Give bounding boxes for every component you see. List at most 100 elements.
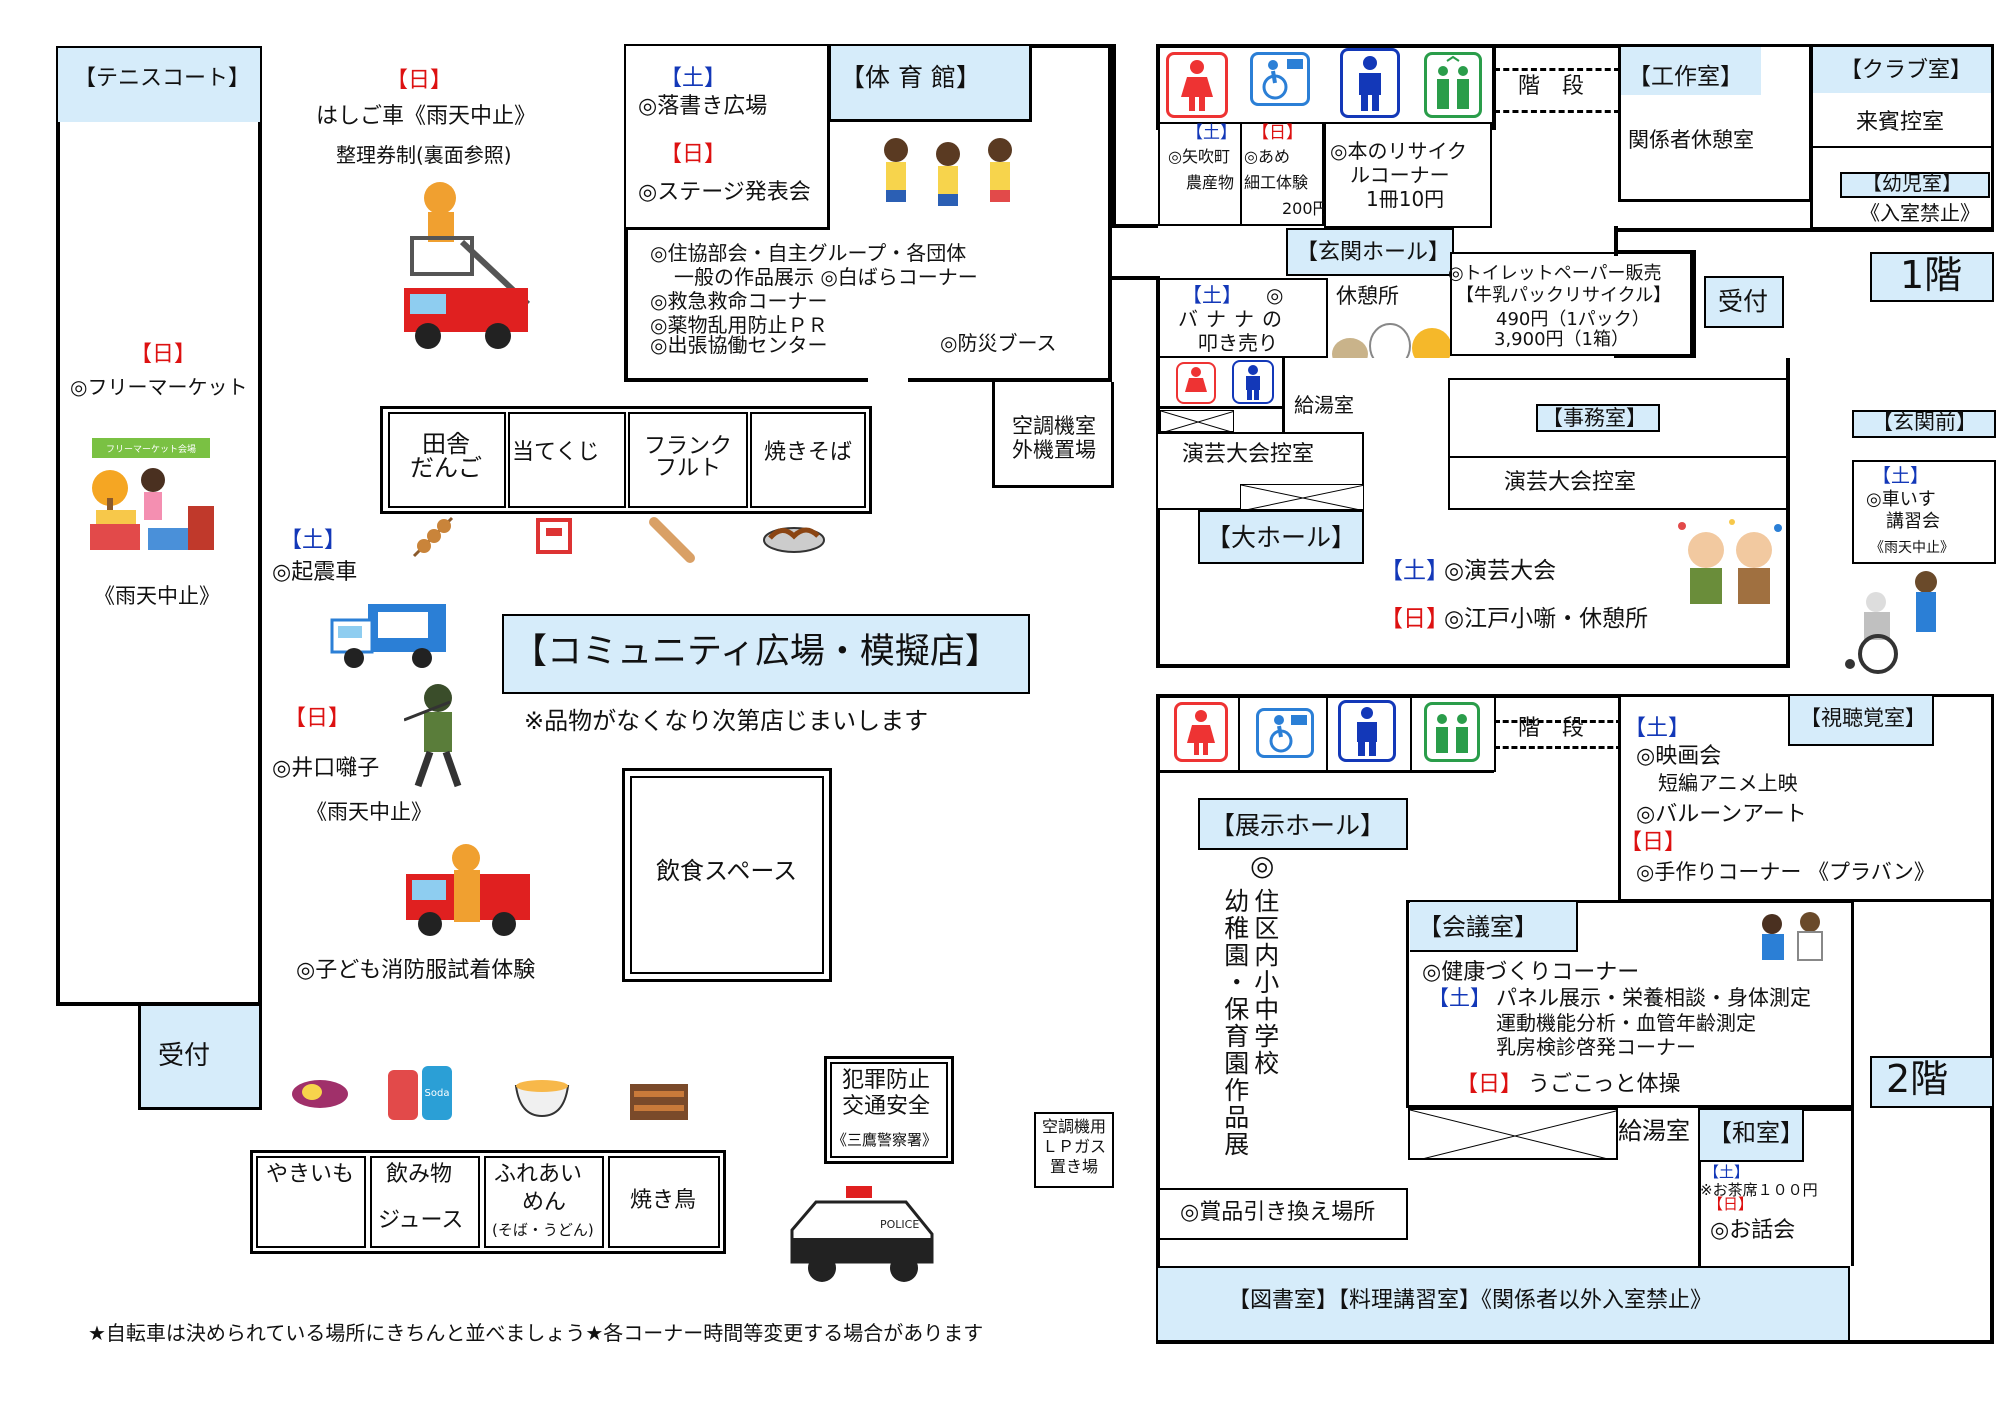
f2-anime-label: 短編アニメ上映 — [1658, 771, 1798, 795]
exhibit-line-2: 一般の作品展示 ◎白ばらコーナー — [674, 265, 978, 289]
f2-exhibit-hall-label: 【展示ホール】 — [1210, 811, 1386, 840]
ladder-truck-day: 【日】 — [386, 68, 453, 93]
f2-toilet-female-icon — [1174, 702, 1228, 762]
f1-banana-label-1: ◎ — [1266, 283, 1284, 307]
stage-day: 【日】 — [660, 142, 727, 167]
f1-wall-inner-d — [1614, 250, 1618, 256]
f1-wall-inner-e — [1692, 250, 1696, 358]
f2-movie-label: ◎映画会 — [1636, 744, 1722, 769]
wheelchair-class — [1852, 460, 1996, 564]
f1-club-label: 【クラブ室】 — [1840, 58, 1973, 83]
f2-library-bar — [1158, 1266, 1850, 1342]
f1-reception — [1704, 276, 1784, 328]
f1-green-room-b-label: 演芸大会控室 — [1504, 470, 1637, 495]
f1-farm-label-1: ◎矢吹町 — [1168, 147, 1230, 166]
gym-bottom-right-wall — [908, 378, 1112, 382]
f1-stairs-dash-top — [1494, 68, 1620, 71]
f1-ame-label-1: ◎あめ — [1244, 147, 1290, 166]
dining-space-inner — [630, 776, 824, 974]
noodle-bowl-icon — [514, 1080, 570, 1118]
crime-prevention-label-2: 交通安全 — [842, 1094, 931, 1119]
f2-exhibit-hall-header — [1198, 798, 1408, 850]
f1-workshop-label: 【工作室】 — [1628, 64, 1743, 90]
crime-prevention-label-1: 犯罪防止 — [842, 1068, 931, 1093]
f1-book-recycle-3: 1冊10円 — [1366, 187, 1445, 211]
stall-yakitori-label: 焼き鳥 — [630, 1188, 697, 1213]
hayashi-day: 【日】 — [284, 706, 351, 731]
footer-note: ★自転車は決められている場所にきちんと並べましょう★各コーナー時間等変更する場合… — [88, 1321, 984, 1345]
elderly-performers-illustration — [1678, 519, 1782, 604]
f1-edo-day: 【日】 — [1380, 606, 1449, 632]
gym-header — [828, 46, 1032, 122]
f2-family-toilet-icon — [1424, 702, 1480, 762]
f2-toilet-div-2 — [1326, 694, 1328, 772]
f2-kitchen-label: 給湯室 — [1618, 1117, 1690, 1145]
wheelchair-class-label-2: 講習会 — [1886, 511, 1940, 532]
f1-toilet-male-small-icon — [1232, 360, 1274, 404]
f2-ugo-label: うごこっと体操 — [1528, 1072, 1681, 1097]
fire-engine-illustration — [406, 844, 530, 936]
wheelchair-class-label-3: 《雨天中止》 — [1870, 540, 1954, 556]
quake-truck-illustration — [330, 604, 446, 668]
front-entrance-header — [1852, 410, 1996, 438]
f1-banana-label-2: バナナの — [1178, 307, 1290, 331]
stall-yakisoba — [750, 412, 866, 508]
f1-tp-line-2: 【牛乳パックリサイクル】 — [1456, 285, 1672, 306]
f1-green-room-a-label: 演芸大会控室 — [1182, 442, 1315, 467]
f1-floor-label-box — [1870, 252, 1994, 302]
stall-yakitori — [608, 1156, 720, 1248]
f1-toilet-paper-sale — [1450, 252, 1692, 356]
f2-health-day: 【土】 — [1428, 986, 1491, 1010]
wheelchair-wc-icon — [1250, 52, 1310, 106]
f2-ugo-day: 【日】 — [1456, 1072, 1523, 1097]
police-label: POLICE — [880, 1218, 919, 1231]
f2-stairs-label: 階 段 — [1518, 716, 1585, 741]
f2-floor-label-box — [1870, 1056, 1994, 1108]
f2-craft-day: 【日】 — [1620, 830, 1687, 855]
f1-office-divider — [1450, 456, 1786, 458]
rakugaki-label: ◎落書き広場 — [638, 94, 768, 119]
f2-craft-label: ◎手作りコーナー 《プラバン》 — [1636, 860, 1935, 884]
f1-stairs-label: 階 段 — [1518, 74, 1585, 99]
f1-farm-day: 【土】 — [1186, 123, 1237, 143]
f1-ame-label-2: 細工体験 — [1244, 173, 1309, 192]
soda-label: Soda — [425, 1088, 450, 1099]
exhibit-line-3: ◎救急救命コーナー — [650, 289, 828, 313]
outdoor-reception — [138, 1006, 262, 1110]
f2-prize-label: ◎賞品引き換え場所 — [1180, 1200, 1376, 1225]
kids-illustration — [884, 138, 1012, 206]
f1-book-recycle-2: ルコーナー — [1350, 163, 1450, 187]
f1-stairs-dash-bottom — [1494, 110, 1620, 113]
stall-atekuji-label: 当てくじ — [512, 440, 600, 465]
stall-noodles-label-3: (そば・うどん) — [492, 1221, 594, 1239]
f2-washitsu-label: 【和室】 — [1708, 1119, 1804, 1147]
f1-reception-label: 受付 — [1718, 287, 1769, 316]
f2-stairs-dash-bottom — [1494, 746, 1622, 749]
f1-toddler-label: 【幼児室】 — [1862, 171, 1962, 195]
exhibit-line-1: ◎住協部会・自主グループ・各団体 — [650, 241, 967, 265]
f1-farm-stall — [1158, 122, 1242, 226]
sold-out-note: ※品物がなくなり次第店じまいします — [524, 707, 929, 735]
f2-toilet-div-3 — [1410, 694, 1412, 772]
stall-yakiimo — [256, 1156, 366, 1248]
doctor-illustration — [1762, 912, 1823, 961]
community-plaza-label: 【コミュニティ広場・模擬店】 — [512, 632, 1000, 672]
f1-toilet-storage — [1160, 410, 1234, 432]
yakisoba-icon — [763, 527, 825, 553]
wheelchair-class-day: 【土】 — [1872, 465, 1930, 487]
f1-ame-stall — [1240, 122, 1324, 226]
quake-truck-label: ◎起震車 — [272, 560, 358, 585]
f1-club-header — [1813, 47, 1991, 93]
toilet-male-icon — [1340, 48, 1400, 118]
f1-workshop-header — [1621, 47, 1761, 95]
f2-prize-desk — [1158, 1188, 1408, 1240]
flea-market-illustration: フリーマーケット会場 — [90, 438, 214, 550]
stall-noodles — [484, 1156, 604, 1248]
f2-meeting-room-label: 【会議室】 — [1418, 913, 1538, 941]
f2-washitsu-header — [1700, 1110, 1804, 1162]
stall-noodles-label-2: めん — [522, 1190, 567, 1215]
stall-frankfurt-label: フランク フルト — [643, 434, 732, 481]
f2-toilet-male-icon — [1338, 700, 1396, 762]
f1-wall-inner-f — [1614, 354, 1694, 358]
police-car-illustration: POLICE — [790, 1186, 934, 1282]
